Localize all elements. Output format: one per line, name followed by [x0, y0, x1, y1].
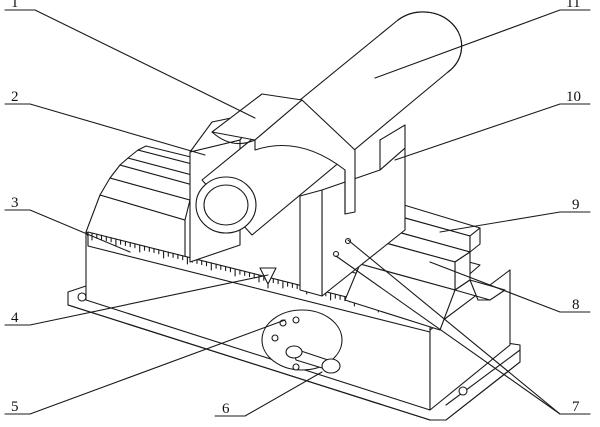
- label-4: 4: [11, 310, 19, 326]
- base-hole-right: [458, 386, 468, 396]
- label-2: 2: [11, 89, 19, 105]
- label-6: 6: [222, 401, 230, 417]
- label-9: 9: [572, 197, 580, 213]
- fixed-jaw-column: [299, 124, 406, 297]
- handle: [285, 345, 341, 374]
- label-5: 5: [11, 399, 19, 415]
- label-10: 10: [566, 89, 581, 105]
- cylindrical-workpiece: [195, 11, 463, 236]
- clamping-strap: [211, 93, 356, 215]
- label-11: 11: [566, 0, 580, 11]
- label-7: 7: [572, 399, 580, 415]
- label-8: 8: [572, 297, 580, 313]
- part-labels: 1 2 3 4 5 6 7 8 9 10 11: [11, 0, 581, 417]
- bracket-slot: [202, 150, 212, 156]
- handwheel-plate: [261, 309, 343, 371]
- label-1: 1: [11, 0, 19, 11]
- label-3: 3: [11, 195, 19, 211]
- leader-lines: [4, 9, 591, 417]
- base-hole-left: [77, 292, 87, 302]
